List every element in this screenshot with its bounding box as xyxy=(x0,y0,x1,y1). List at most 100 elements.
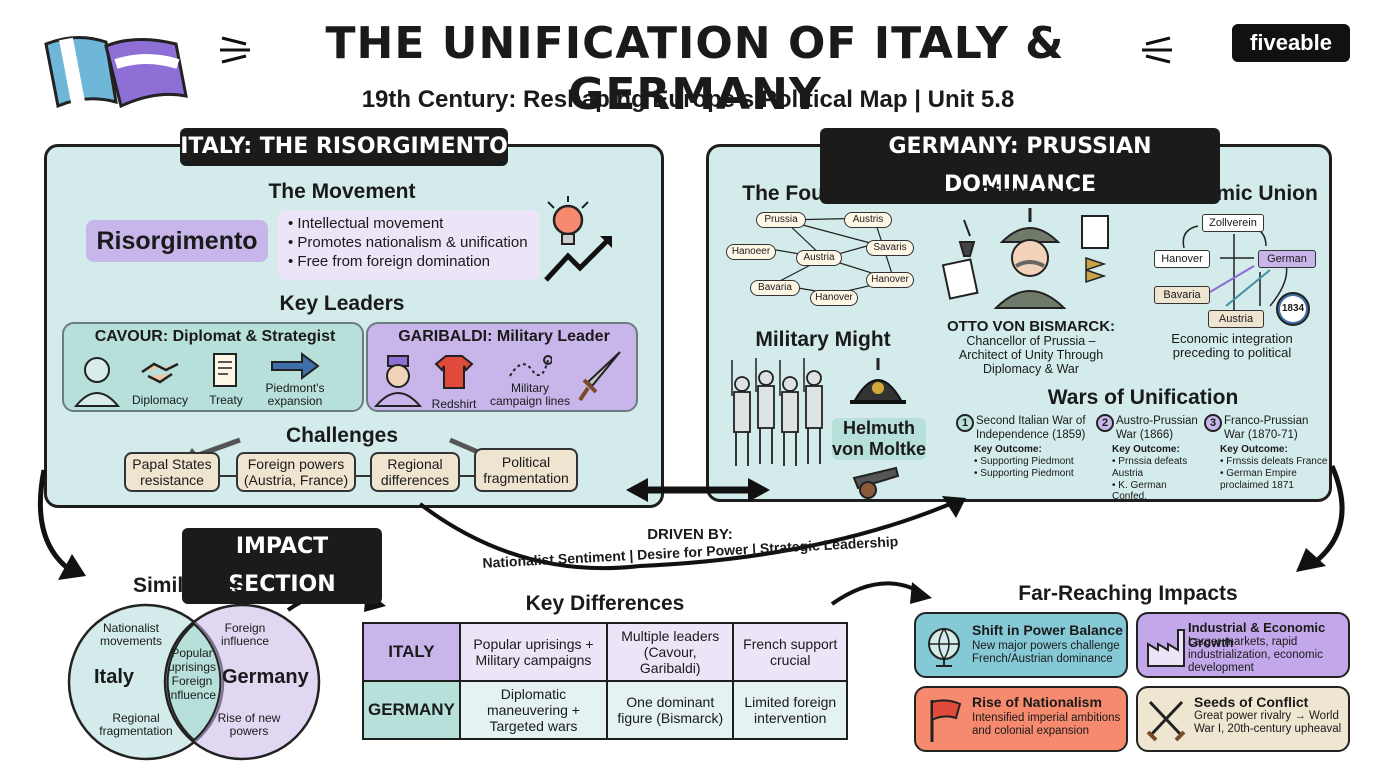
pickelhaube-icon xyxy=(846,354,910,414)
impact-card: Industrial & Economic Growth Larger mark… xyxy=(1136,612,1350,678)
handshake-icon xyxy=(140,354,180,388)
bearded-man-icon xyxy=(373,352,423,408)
page-title: THE UNIFICATION OF ITALY & GERMANY xyxy=(325,18,1065,120)
economic-node: Zollverein xyxy=(1202,214,1264,232)
risorgimento-label: Risorgimento xyxy=(86,220,268,262)
redshirt-icon xyxy=(434,354,474,390)
sword-icon xyxy=(576,348,626,404)
venn-right-bottom: Rise of new powers xyxy=(217,711,281,738)
network-node: Hanoeer xyxy=(726,244,776,260)
driven-by-label: DRIVEN BY: xyxy=(647,526,733,543)
impact-title: Industrial & Economic Growth xyxy=(1188,620,1326,650)
similarities-heading: Similarities xyxy=(132,574,246,597)
title-decoration-right xyxy=(1134,28,1174,68)
impact-text: New major powers challenge French/Austri… xyxy=(972,640,1120,665)
bismarck-description: Chancellor of Prussia – Architect of Uni… xyxy=(958,334,1104,376)
venn-right-top: Foreign influence xyxy=(220,621,270,648)
economic-node: German xyxy=(1258,250,1316,268)
table-cell: French support crucial xyxy=(732,622,848,682)
impact-text: Intensified imperial ambitions and colon… xyxy=(972,712,1121,737)
war-number-badge: 1 xyxy=(956,414,974,432)
year-badge: 1834 xyxy=(1276,292,1310,326)
war-outcome: • Prnssia defeats Austria xyxy=(1112,456,1188,479)
network-node: Hanover xyxy=(866,272,914,288)
network-node: Prussia xyxy=(756,212,806,228)
war-item: 2 Austro-Prussian War (1866) Key Outcome… xyxy=(1096,414,1202,502)
table-cell: ITALY xyxy=(362,622,461,682)
war-number-badge: 3 xyxy=(1204,414,1222,432)
movement-bullets: • Intellectual movement • Promotes natio… xyxy=(278,210,540,280)
challenge-chip: Foreign powers (Austria, France) xyxy=(236,452,356,492)
economic-node: Hanover xyxy=(1154,250,1210,268)
venn-left-top: Nationalist movements xyxy=(99,621,163,648)
war-outcome: • Frnssis deleats France xyxy=(1220,456,1328,467)
venn-left-bottom: Regional fragmentation xyxy=(99,711,173,738)
foundation-heading: The Foundation xyxy=(742,182,900,205)
challenge-chip: Papal States resistance xyxy=(124,452,220,492)
economic-caption: Economic integration preceding to politi… xyxy=(1171,331,1293,360)
war-outcome: • Supporting Piedmont xyxy=(974,468,1074,479)
germany-panel-title: GERMANY: PRUSSIAN DOMINANCE xyxy=(820,128,1220,204)
war-outcome: • K. German Confed. xyxy=(1112,480,1167,502)
war-title: Franco-Prussian War (1870-71) xyxy=(1224,415,1309,441)
impact-section-title: IMPACT SECTION xyxy=(182,528,382,604)
network-node: Bavaria xyxy=(750,280,800,296)
venn-diagram xyxy=(66,602,322,762)
impact-title: Rise of Nationalism xyxy=(972,694,1102,710)
page-subtitle: 19th Century: Reshaping Europe’s Politic… xyxy=(361,86,1015,113)
leaders-heading: Key Leaders xyxy=(279,292,405,315)
portrait-icon xyxy=(72,350,122,408)
table-cell: GERMANY xyxy=(362,680,461,740)
table-row: ITALY Popular uprisings + Military campa… xyxy=(362,622,848,682)
venn-left-label: Italy xyxy=(93,666,135,688)
flag-icon xyxy=(924,696,964,744)
impact-card: Seeds of Conflict Great power rivalry → … xyxy=(1136,686,1350,752)
economic-node: Bavaria xyxy=(1154,286,1210,304)
war-outcome: • German Empire proclaimed 1871 xyxy=(1220,468,1297,491)
table-cell: One dominant figure (Bismarck) xyxy=(606,680,735,740)
movement-heading: The Movement xyxy=(268,180,416,203)
venn-right-label: Germany xyxy=(222,666,309,688)
network-node: Hanover xyxy=(810,290,858,306)
bullet-item: • Intellectual movement xyxy=(288,215,444,232)
military-heading: Military Might xyxy=(755,328,891,351)
cavour-item-label: Treaty xyxy=(209,393,243,407)
year-badge-label: 1834 xyxy=(1280,296,1306,322)
cavour-title: CAVOUR: Diplomat & Strategist xyxy=(94,328,336,345)
war-outcome-label: Key Outcome: xyxy=(1220,444,1288,455)
treaty-scroll-icon xyxy=(210,352,240,388)
brand-logo: fiveable xyxy=(1232,24,1350,62)
challenge-connectors xyxy=(220,468,480,478)
map-route-icon xyxy=(508,352,553,380)
factory-icon xyxy=(1146,626,1186,668)
challenges-heading: Challenges xyxy=(285,424,399,447)
garibaldi-box: GARIBALDI: Military Leader Redshirt Mili… xyxy=(366,322,638,412)
war-outcome-label: Key Outcome: xyxy=(974,444,1042,455)
war-outcome-label: Key Outcome: xyxy=(1112,444,1180,455)
moltke-label: Helmuth von Moltke xyxy=(832,418,927,460)
cavour-item-label: Piedmont's expansion xyxy=(265,381,325,408)
foundation-network-lines xyxy=(724,208,920,308)
lightbulb-icon xyxy=(540,194,620,286)
challenge-chip: Political fragmentation xyxy=(474,448,578,492)
bullet-item: • Free from foreign domination xyxy=(288,253,491,270)
globe-icon xyxy=(924,624,964,670)
impact-card: Shift in Power Balance New major powers … xyxy=(914,612,1128,678)
far-reaching-heading: Far-Reaching Impacts xyxy=(1018,582,1238,605)
impact-title: Shift in Power Balance xyxy=(972,622,1123,638)
soldiers-illustration xyxy=(726,356,828,472)
table-cell: Limited foreign intervention xyxy=(732,680,848,740)
crossed-swords-icon xyxy=(1146,698,1186,742)
table-cell: Diplomatic maneuvering + Targeted wars xyxy=(458,680,609,740)
title-decoration-left xyxy=(218,28,258,68)
garibaldi-title: GARIBALDI: Military Leader xyxy=(398,328,610,345)
bismarck-heading: Bismarck xyxy=(979,182,1075,205)
bismarck-portrait-icon xyxy=(940,206,1120,310)
impact-text: Larger markets, rapid industrialization,… xyxy=(1188,636,1323,674)
network-node: Austria xyxy=(796,250,842,266)
economic-flow-lines xyxy=(1150,216,1330,324)
impact-text: Great power rivalry → World War I, 20th-… xyxy=(1194,710,1342,735)
cavour-item-label: Diplomacy xyxy=(131,393,188,407)
table-row: GERMANY Diplomatic maneuvering + Targete… xyxy=(362,680,848,740)
war-item: 1 Second Italian War of Independence (18… xyxy=(956,414,1096,494)
